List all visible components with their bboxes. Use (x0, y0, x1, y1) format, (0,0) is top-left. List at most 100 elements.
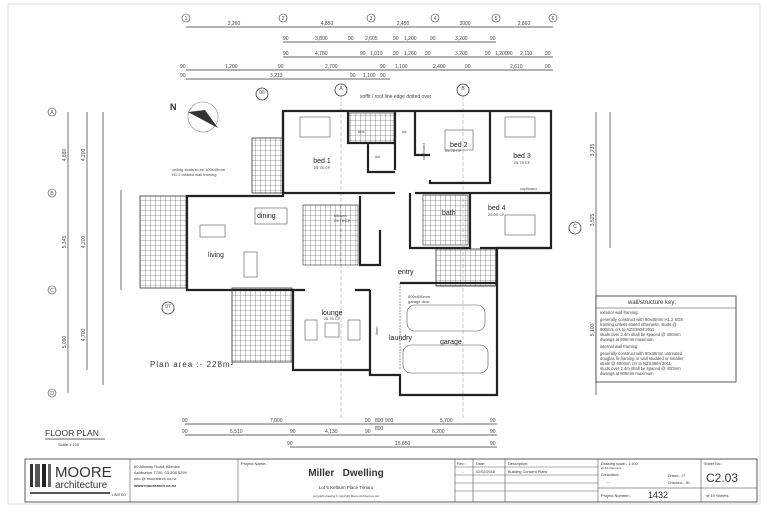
svg-text:C: C (573, 224, 577, 230)
svg-text:Description:: Description: (508, 462, 528, 466)
svg-text:1,200: 1,200 (404, 36, 417, 42)
bed-icon (504, 116, 536, 138)
svg-text:900: 900 (385, 418, 394, 424)
svg-text:4,700: 4,700 (81, 329, 87, 342)
drawing-title: FLOOR PLAN (45, 428, 99, 438)
wall-structure-key: wall/structure key: exterior wall framin… (595, 295, 737, 383)
svg-text:N: N (170, 102, 177, 112)
svg-text:exterior wall framing:: exterior wall framing: (600, 310, 639, 315)
svg-text:4,130: 4,130 (325, 429, 338, 435)
svg-text:25.78 CF: 25.78 CF (314, 165, 331, 170)
svg-text:4,780: 4,780 (315, 51, 328, 57)
svg-text:90: 90 (360, 51, 366, 57)
svg-text:A: A (339, 86, 343, 92)
svg-text:B: B (461, 86, 465, 92)
deck-west (139, 195, 188, 289)
moore-logo: MOORE architecture LIMITED (30, 464, 126, 497)
svg-text:3,260: 3,260 (228, 21, 241, 27)
svg-text:linen: linen (374, 327, 379, 335)
svg-text:Building Consent Plans: Building Consent Plans (508, 470, 547, 474)
svg-text:90: 90 (507, 51, 513, 57)
room-laundry: laundry (389, 335, 412, 342)
svg-text:1,200: 1,200 (225, 64, 238, 70)
svg-text:90: 90 (290, 429, 296, 435)
svg-text:wc: wc (402, 129, 407, 134)
svg-text:2,700: 2,700 (325, 64, 338, 70)
svg-text:Consultant:-: Consultant:- (601, 473, 621, 477)
svg-text:1: 1 (185, 16, 188, 22)
sofa-icon (347, 319, 361, 341)
bed-icon (444, 129, 474, 151)
svg-text:Lot 6 Kelburn Place Timaru: Lot 6 Kelburn Place Timaru (319, 485, 374, 490)
entry-deck (435, 248, 497, 287)
svg-text:Project Name:-: Project Name:- (241, 461, 268, 466)
bed-icon (504, 214, 536, 236)
deck-north (251, 137, 284, 194)
svg-text:3,235: 3,235 (590, 144, 596, 157)
svg-text:-: - (462, 470, 464, 474)
svg-text:7,000: 7,000 (270, 418, 283, 424)
svg-text:2: 2 (282, 16, 285, 22)
section-marker-b: B (456, 83, 470, 97)
svg-text:C: C (50, 288, 54, 294)
svg-text:90: 90 (490, 441, 496, 447)
svg-text:Drawn:- JT: Drawn:- JT (668, 474, 686, 478)
svg-text:dwangs at 800mm maximum: dwangs at 800mm maximum (600, 337, 654, 342)
svg-text:90: 90 (283, 51, 289, 57)
grid-bubble-1: 1 (181, 13, 191, 23)
dining-table-icon (254, 207, 288, 225)
svg-text:800x800mm: 800x800mm (408, 294, 431, 299)
title-block: MOORE architecture LIMITED 60 Alloway Ro… (24, 458, 758, 503)
svg-text:90: 90 (380, 64, 386, 70)
room-dining: dining (257, 213, 276, 220)
room-bath: bath (442, 210, 456, 217)
svg-text:copyright drawing © copyright: copyright drawing © copyright Moore Arch… (313, 494, 379, 498)
svg-text:25.78 CF: 25.78 CF (445, 148, 462, 153)
room-living: living (208, 252, 224, 259)
svg-text:internal wall framing:: internal wall framing: (600, 344, 638, 349)
project-number: 1432 (648, 490, 668, 500)
svg-text:Date:: Date: (476, 462, 485, 466)
svg-text:H1.2 treated wall framing: H1.2 treated wall framing (172, 172, 216, 177)
svg-text:90: 90 (425, 51, 431, 57)
svg-text:MOORE: MOORE (55, 464, 112, 481)
room-bed-3: bed 3 (513, 153, 531, 160)
coffee-table-icon (324, 322, 340, 338)
svg-text:Checked:- JM: Checked:- JM (668, 481, 690, 485)
top-dimensions: 1 2 3 4 5 6 3,260 4,850 2,450 3000 2,860… (180, 13, 558, 80)
svg-text:90: 90 (490, 429, 496, 435)
svg-text:90: 90 (393, 51, 399, 57)
svg-text:2,110: 2,110 (520, 51, 532, 57)
svg-text:soffit / roof line edge dotted: soffit / roof line edge dotted over (360, 94, 432, 100)
svg-text:15,850: 15,850 (395, 441, 411, 447)
svg-text:07: 07 (165, 304, 171, 310)
svg-text:Rev:: Rev: (457, 462, 465, 466)
svg-text:Drawing scale:- 1:100: Drawing scale:- 1:100 (601, 462, 638, 466)
svg-text:90: 90 (490, 36, 496, 42)
deck-south (231, 287, 293, 363)
sofa-icon (304, 319, 318, 341)
sheet-number: C2.03 (706, 471, 738, 485)
svg-text:of 10 Sheets: of 10 Sheets (706, 493, 728, 498)
svg-text:Sheet No:-: Sheet No:- (704, 462, 723, 466)
kitchen-tiles (302, 204, 359, 266)
svg-text:B: B (50, 191, 54, 197)
svg-text:06: 06 (259, 90, 265, 96)
sofa-icon (199, 224, 226, 238)
grid-bubble-6: 6 (548, 13, 558, 23)
svg-text:4,200: 4,200 (81, 149, 87, 162)
svg-text:3,800: 3,800 (315, 36, 328, 42)
svg-text:90: 90 (182, 418, 188, 424)
bath-tiles (422, 194, 469, 246)
svg-text:2,400: 2,400 (433, 64, 446, 70)
svg-text:90: 90 (283, 36, 289, 42)
bottom-dimensions: 90 7,000 90 800 900 5,700 90 90 5,510 90… (182, 418, 497, 448)
left-dimensions: A B C D 4,880 5,345 5,090 4,200 4,200 4,… (47, 107, 122, 398)
svg-text:5,090: 5,090 (62, 336, 68, 349)
svg-text:02/02/2018: 02/02/2018 (476, 470, 495, 474)
sheet-border (7, 3, 761, 505)
svg-text:generally construct with 90x45: generally construct with 90x45mm H1.2 SG… (600, 317, 684, 322)
drawing-scale: Scale 1:100 (58, 442, 80, 447)
svg-text:25.09 CF: 25.09 CF (488, 212, 505, 217)
car-icon (406, 304, 486, 332)
